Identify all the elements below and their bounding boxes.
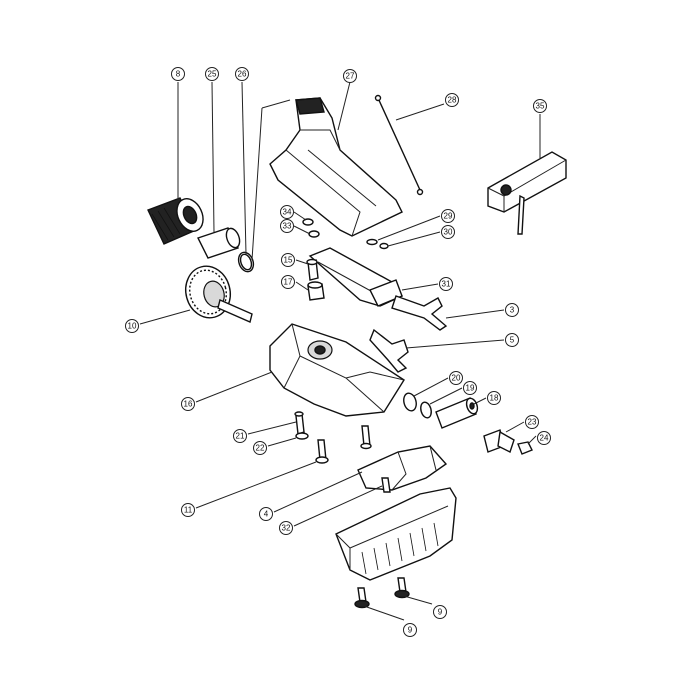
svg-text:23: 23 [528, 418, 537, 427]
callout-10: 10 [125, 319, 139, 333]
svg-text:9: 9 [438, 608, 443, 617]
svg-text:31: 31 [442, 280, 451, 289]
svg-text:21: 21 [236, 432, 245, 441]
svg-text:27: 27 [346, 72, 355, 81]
callout-31: 31 [439, 277, 453, 291]
svg-text:29: 29 [444, 212, 453, 221]
part-26-o-ring [237, 251, 255, 273]
leader-lines [139, 81, 541, 621]
svg-text:8: 8 [176, 70, 181, 79]
callout-16: 16 [181, 397, 195, 411]
svg-text:4: 4 [264, 510, 269, 519]
callout-9-lower: 9 [403, 623, 417, 637]
part-31-fork [369, 279, 403, 307]
part-34-washer [302, 218, 314, 226]
svg-text:26: 26 [238, 70, 247, 79]
part-10-gear-shaft [185, 265, 253, 323]
callout-34: 34 [280, 205, 294, 219]
svg-text:30: 30 [444, 228, 453, 237]
callout-25: 25 [205, 67, 219, 81]
svg-text:22: 22 [256, 444, 265, 453]
part-21-screw [294, 411, 305, 435]
part-8-knurled-nut [147, 197, 204, 245]
callout-22: 22 [253, 441, 267, 455]
svg-text:10: 10 [128, 322, 137, 331]
part-screw [360, 425, 372, 450]
svg-text:19: 19 [466, 384, 475, 393]
part-25-sleeve [197, 227, 241, 259]
part-5-fork-arm [369, 328, 409, 373]
callout-18: 18 [487, 391, 501, 405]
callout-4: 4 [259, 507, 273, 521]
callout-26: 26 [235, 67, 249, 81]
svg-text:3: 3 [510, 306, 515, 315]
svg-text:15: 15 [284, 256, 293, 265]
part-comb-blade [335, 487, 457, 581]
part-16-main-body [269, 323, 405, 417]
part-11-screw [315, 439, 329, 464]
svg-text:16: 16 [184, 400, 193, 409]
svg-text:24: 24 [540, 434, 549, 443]
callout-33: 33 [280, 219, 294, 233]
callout-3: 3 [505, 303, 519, 317]
callout-27: 27 [343, 69, 357, 83]
part-9-screw-a [354, 587, 370, 609]
callout-19: 19 [463, 381, 477, 395]
callout-11: 11 [181, 503, 195, 517]
svg-text:25: 25 [208, 70, 217, 79]
svg-text:9: 9 [408, 626, 413, 635]
part-32-screw [381, 477, 391, 493]
svg-text:35: 35 [536, 102, 545, 111]
callout-23: 23 [525, 415, 539, 429]
part-33-washer [308, 230, 320, 238]
callout-21: 21 [233, 429, 247, 443]
part-28-rod [374, 94, 424, 196]
svg-text:17: 17 [284, 278, 293, 287]
callout-30: 30 [441, 225, 455, 239]
callout-9-upper: 9 [433, 605, 447, 619]
svg-text:20: 20 [452, 374, 461, 383]
callout-8: 8 [171, 67, 185, 81]
part-17-bushing [307, 281, 325, 301]
callout-28: 28 [445, 93, 459, 107]
part-20-ring [403, 392, 417, 412]
part-3-fork-arm [391, 295, 448, 331]
part-15-screw [306, 258, 319, 281]
part-9-screw-b [394, 577, 410, 599]
part-27-handle-casing [269, 97, 403, 237]
part-4-cutter [357, 445, 448, 491]
callout-20: 20 [449, 371, 463, 385]
svg-text:33: 33 [283, 222, 292, 231]
part-30-washer [379, 242, 389, 250]
callout-29: 29 [441, 209, 455, 223]
part-19-ring [420, 401, 432, 419]
svg-text:5: 5 [510, 336, 515, 345]
part-29-pin [366, 238, 378, 246]
part-22-nut [295, 432, 309, 440]
svg-text:18: 18 [490, 394, 499, 403]
part-18-pin [435, 397, 479, 429]
callout-32: 32 [279, 521, 293, 535]
svg-text:28: 28 [448, 96, 457, 105]
callout-24: 24 [537, 431, 551, 445]
callout-15: 15 [281, 253, 295, 267]
part-35-key-tool [487, 151, 567, 235]
callout-35: 35 [533, 99, 547, 113]
callout-17: 17 [281, 275, 295, 289]
callout-5: 5 [505, 333, 519, 347]
part-23-bolt [483, 429, 515, 453]
svg-text:32: 32 [282, 524, 291, 533]
svg-text:11: 11 [184, 506, 193, 515]
svg-text:34: 34 [283, 208, 292, 217]
part-24-nut [517, 441, 533, 455]
